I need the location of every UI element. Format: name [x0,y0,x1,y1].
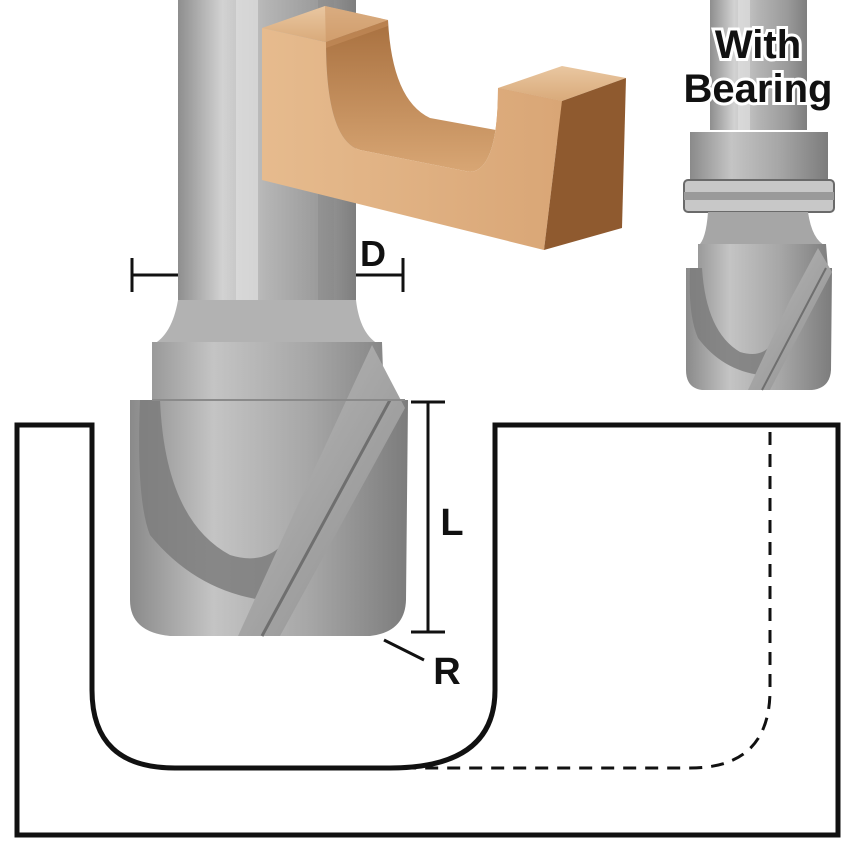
bearing-bit-flute-cove [689,268,770,375]
bearing-bit-edge-line [761,267,827,391]
bit-neck [152,300,380,345]
bearing-bit-shank-highlight [738,0,750,130]
length-label: L [440,502,463,544]
bearing-bit-shank [710,0,807,130]
shank-highlight [236,0,258,305]
length-dimension: L [411,400,464,634]
bit-flute-cove [139,400,282,600]
wood-cove [326,20,562,172]
diameter-dimension: D [130,233,405,292]
wood-right-top [498,66,626,101]
radius-leader-line [383,638,425,662]
bit-cutting-edge [238,345,405,636]
bearing-ring-inner [684,192,834,200]
bearing-collar [690,132,828,180]
bearing-label-line2: Bearing [684,67,833,111]
workpiece-profile [14,422,841,838]
radius-label: R [433,651,460,693]
cove-cut-wood-block-illustration [262,6,626,250]
wood-end-face [544,78,626,250]
bearing-bit-cutting-edge [748,248,832,390]
bearing-groove-dashed-outline [395,432,772,770]
bearing-bit-neck [698,212,826,246]
bit-edge-line [260,399,392,637]
radius-callout: R [383,638,461,693]
groove-outline [14,422,841,838]
wood-front-face [262,28,562,250]
diameter-label: D [360,233,386,274]
router-bit-with-bearing-illustration: With Bearing [681,0,835,391]
wood-left-side [325,6,388,48]
bearing-label-line1: With [715,23,801,67]
